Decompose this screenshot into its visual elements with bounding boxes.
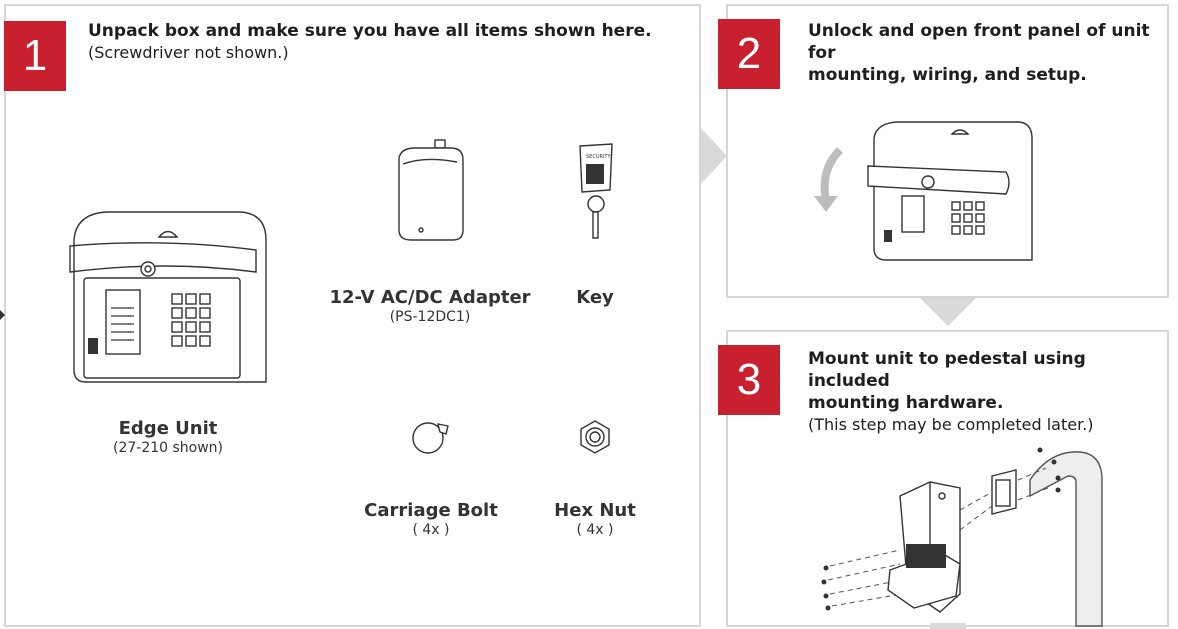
carriage-bolt-label: Carriage Bolt ( 4x ) (364, 500, 498, 538)
step-1-badge: 1 (4, 21, 66, 91)
step-2-panel: 2 Unlock and open front panel of unit fo… (718, 4, 1169, 298)
arrow-left-edge (0, 310, 5, 320)
key-name: Key (576, 287, 614, 308)
adapter-label: 12-V AC/DC Adapter (PS-12DC1) (329, 287, 530, 325)
step-2-title: Unlock and open front panel of unit for … (808, 20, 1167, 86)
svg-text:SECURITY: SECURITY (586, 154, 611, 160)
arrow-step3-bottom (930, 623, 966, 629)
step-3-subtitle: (This step may be completed later.) (808, 415, 1094, 434)
step-3-title: Mount unit to pedestal using included mo… (808, 348, 1167, 436)
key-illustration: SECURITY (579, 143, 613, 239)
carriage-bolt-detail: ( 4x ) (412, 522, 450, 538)
step-2-badge: 2 (718, 19, 780, 89)
adapter-detail: (PS-12DC1) (389, 309, 471, 325)
carriage-bolt-name: Carriage Bolt (364, 500, 498, 521)
step-2-title-line2: mounting, wiring, and setup. (808, 65, 1087, 85)
hex-nut-label: Hex Nut ( 4x ) (554, 500, 636, 538)
hex-nut-illustration (580, 420, 610, 454)
carriage-bolt-illustration (412, 422, 449, 454)
hex-nut-detail: ( 4x ) (576, 522, 614, 538)
edge-unit-name: Edge Unit (118, 418, 218, 439)
step-1-title: Unpack box and make sure you have all it… (88, 20, 652, 64)
adapter-name: 12-V AC/DC Adapter (329, 287, 531, 308)
open-panel-illustration (814, 121, 1033, 261)
edge-unit-detail: (27-210 shown) (112, 440, 224, 456)
step-3-title-line1: Mount unit to pedestal using included (808, 349, 1086, 391)
edge-unit-label: Edge Unit (27-210 shown) (113, 418, 223, 456)
adapter-illustration (398, 139, 464, 241)
arrow-step2-to-step3 (920, 298, 976, 326)
step-1-subtitle: (Screwdriver not shown.) (88, 43, 289, 62)
hex-nut-name: Hex Nut (554, 500, 636, 521)
key-label: Key (576, 287, 614, 308)
arrow-step1-to-step2 (701, 128, 727, 184)
step-1-title-text: Unpack box and make sure you have all it… (88, 21, 652, 41)
step-3-title-line2: mounting hardware. (808, 393, 1004, 413)
step-2-title-line1: Unlock and open front panel of unit for (808, 21, 1150, 63)
step-3-badge: 3 (718, 345, 780, 415)
edge-unit-illustration (69, 211, 267, 383)
pedestal-mount-illustration (821, 447, 1103, 627)
